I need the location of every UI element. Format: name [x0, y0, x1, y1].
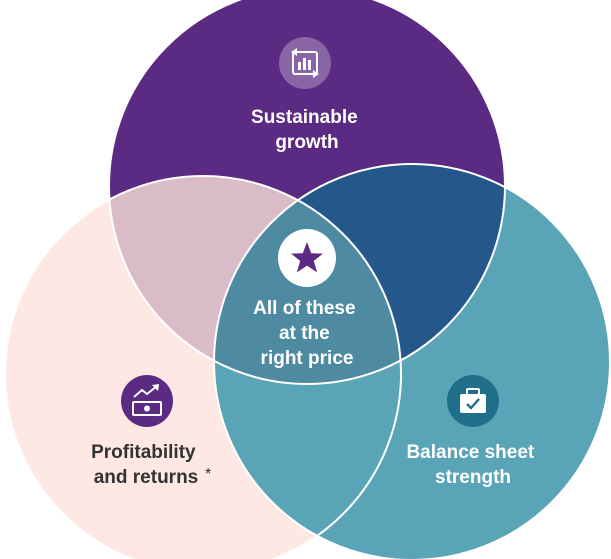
star-icon: [278, 229, 336, 287]
balance-sheet-label: Balance sheet strength: [406, 442, 539, 488]
profitability-label: Profitability and returns: [91, 442, 201, 488]
bar-chart-arrows-icon: [279, 37, 331, 89]
money-trend-up-icon: [121, 375, 173, 427]
sustainable-growth-label: Sustainable growth: [251, 107, 363, 153]
briefcase-check-icon: [447, 375, 499, 427]
footnote-marker: *: [205, 466, 211, 483]
center-label: All of these at the right price: [253, 298, 361, 369]
